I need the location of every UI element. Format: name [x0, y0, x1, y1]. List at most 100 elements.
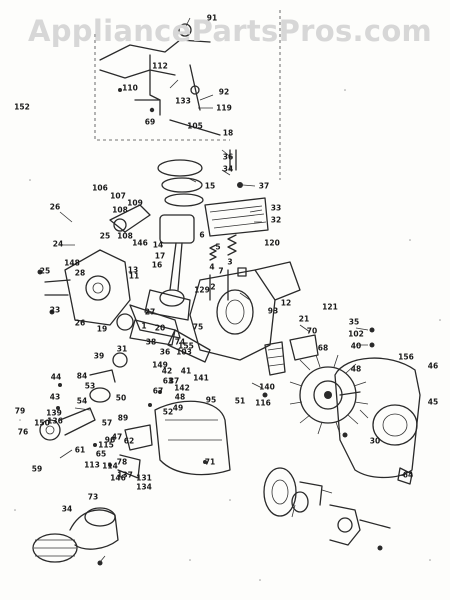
- blower-housing-group: [334, 357, 421, 479]
- callout-number: 75: [192, 322, 204, 332]
- callout-number: 131: [136, 473, 152, 483]
- callout-number: 137: [117, 470, 133, 480]
- side-cover-group: [37, 249, 131, 326]
- callout-number: 24: [52, 239, 64, 249]
- callout-number: 35: [348, 317, 360, 327]
- callout-number: 1: [141, 321, 147, 331]
- callout-number: 49: [172, 403, 184, 413]
- callout-number: 16: [151, 260, 163, 270]
- callout-number: 17: [154, 251, 166, 261]
- callout-number: 21: [298, 314, 310, 324]
- flywheel-group: [289, 354, 369, 435]
- callout-number: 46: [427, 361, 439, 371]
- callout-number: 102: [348, 329, 364, 339]
- callout-number: 67: [152, 386, 164, 396]
- callout-number: 32: [270, 215, 282, 225]
- callout-number: 38: [145, 337, 157, 347]
- callout-number: 156: [398, 352, 414, 362]
- callout-number: 106: [92, 183, 108, 193]
- callout-number: 48: [174, 392, 186, 402]
- callout-number: 27: [144, 307, 156, 317]
- callout-number: 37: [258, 181, 270, 191]
- breather-parts-group: [39, 352, 153, 479]
- callout-number: 148: [64, 258, 80, 268]
- callout-number: 134: [136, 482, 152, 492]
- callout-number: 68: [317, 343, 329, 353]
- callout-number: 112: [152, 61, 168, 71]
- callout-number: 36: [159, 347, 171, 357]
- callout-number: 150: [34, 418, 50, 428]
- callout-number: 63: [162, 376, 174, 386]
- callout-number: 110: [122, 83, 138, 93]
- callout-number: 59: [31, 464, 43, 474]
- callout-number: 92: [218, 87, 230, 97]
- callout-number: 53: [84, 381, 96, 391]
- callout-number: 54: [76, 396, 88, 406]
- callout-number: 25: [99, 231, 111, 241]
- callout-number: 65: [95, 449, 107, 459]
- base-pan-group: [154, 400, 231, 476]
- callout-number: 26: [49, 202, 61, 212]
- callout-number: 12: [280, 298, 292, 308]
- leader-lines: [59, 17, 406, 563]
- callout-number: 109: [127, 198, 143, 208]
- callout-number: 120: [264, 238, 280, 248]
- callout-number: 76: [17, 427, 29, 437]
- callout-number: 48: [350, 364, 362, 374]
- callout-number: 44: [50, 372, 62, 382]
- callout-number: 34: [61, 504, 73, 514]
- callout-number: 7: [218, 266, 224, 276]
- callout-number: 20: [154, 323, 166, 333]
- callout-number: 18: [222, 128, 234, 138]
- callout-number: 25: [39, 266, 51, 276]
- crankshaft-group: [116, 304, 211, 363]
- callout-number: 30: [369, 436, 381, 446]
- callout-number: 95: [205, 395, 217, 405]
- callout-number: 142: [174, 383, 190, 393]
- callout-number: 114: [102, 461, 118, 471]
- callout-number: 119: [216, 103, 232, 113]
- callout-number: 6: [199, 230, 205, 240]
- callout-number: 139: [46, 408, 62, 418]
- callout-number: 42: [161, 366, 173, 376]
- callout-number: 51: [234, 396, 246, 406]
- callout-number: 23: [49, 305, 61, 315]
- callout-number: 15: [204, 181, 216, 191]
- callout-number: 4: [209, 262, 215, 272]
- callout-number: 113: [84, 460, 100, 470]
- callout-number: 136: [47, 416, 63, 426]
- callout-number: 87: [168, 376, 180, 386]
- callout-number: 89: [117, 413, 129, 423]
- callout-number: 11: [128, 271, 140, 281]
- callout-number: 74: [174, 337, 186, 347]
- callout-number: 149: [152, 360, 168, 370]
- callout-number: 73: [87, 492, 99, 502]
- callout-number: 31: [116, 344, 128, 354]
- cylinder-head-group: [157, 149, 269, 237]
- callout-number: 2: [210, 282, 216, 292]
- callout-number: 108: [117, 231, 133, 241]
- callout-number: 61: [74, 445, 86, 455]
- callout-number: 41: [180, 366, 192, 376]
- callout-number: 115: [98, 440, 114, 450]
- callout-number: 57: [101, 418, 113, 428]
- callout-number: 45: [427, 397, 439, 407]
- callout-number: 133: [175, 96, 191, 106]
- callout-number: 78: [116, 457, 128, 467]
- callout-number: 52: [162, 407, 174, 417]
- callout-number: 146: [110, 473, 126, 483]
- ignition-coil-group: [264, 334, 319, 376]
- scan-noise: [14, 89, 441, 581]
- callout-number: 84: [76, 371, 88, 381]
- callout-number: 79: [14, 406, 26, 416]
- callout-number: 47: [111, 432, 123, 442]
- callout-number: 33: [270, 203, 282, 213]
- callout-number: 50: [115, 393, 127, 403]
- callout-number: 141: [193, 373, 209, 383]
- callout-number: 93: [267, 306, 279, 316]
- callout-number: 36: [222, 152, 234, 162]
- callout-number: 40: [350, 341, 362, 351]
